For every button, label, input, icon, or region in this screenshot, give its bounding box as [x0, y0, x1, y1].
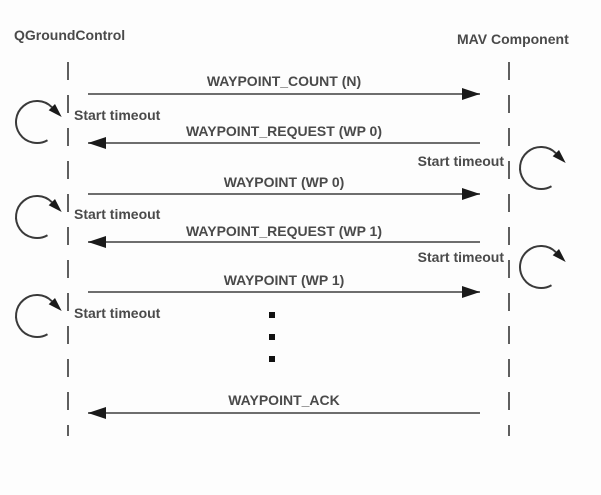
arrowhead-left-icon [88, 407, 106, 419]
arrowhead-right-icon [462, 286, 480, 298]
ellipsis-dot [269, 312, 275, 318]
vertical-ellipsis [269, 312, 275, 378]
arrowhead-left-icon [88, 236, 106, 248]
message-label-waypoint-count: WAYPOINT_COUNT (N) [206, 73, 362, 89]
ellipsis-dot [269, 334, 275, 340]
message-arrow-left [88, 137, 480, 149]
timeout-loop-icon [519, 245, 566, 290]
message-arrow-left [88, 407, 480, 419]
arrowhead-left-icon [88, 137, 106, 149]
message-label-waypoint-ack: WAYPOINT_ACK [228, 392, 340, 408]
start-timeout-label: Start timeout [74, 305, 161, 321]
actor-mav-component: MAV Component [457, 31, 569, 47]
message-label-waypoint-1: WAYPOINT (WP 1) [223, 272, 345, 288]
start-timeout-label: Start timeout [74, 206, 161, 222]
arrowhead-right-icon [462, 188, 480, 200]
message-arrow-right [88, 188, 480, 200]
start-timeout-label: Start timeout [74, 107, 161, 123]
timeout-loop-icon [519, 146, 566, 191]
lifeline-qgroundcontrol [67, 62, 69, 436]
actor-qgroundcontrol: QGroundControl [14, 27, 126, 43]
timeout-loop-icon [15, 100, 62, 145]
timeout-loop-icon [15, 195, 62, 240]
message-arrow-right [88, 88, 480, 100]
timeout-loop-icon [15, 294, 62, 339]
lifeline-mav-component [508, 62, 510, 436]
ellipsis-dot [269, 356, 275, 362]
message-arrow-left [88, 236, 480, 248]
start-timeout-label: Start timeout [417, 249, 504, 265]
message-label-waypoint-request-0: WAYPOINT_REQUEST (WP 0) [185, 123, 383, 139]
start-timeout-label: Start timeout [417, 153, 504, 169]
message-label-waypoint-request-1: WAYPOINT_REQUEST (WP 1) [185, 223, 383, 239]
message-arrow-right [88, 286, 480, 298]
arrowhead-right-icon [462, 88, 480, 100]
message-label-waypoint-0: WAYPOINT (WP 0) [223, 174, 345, 190]
